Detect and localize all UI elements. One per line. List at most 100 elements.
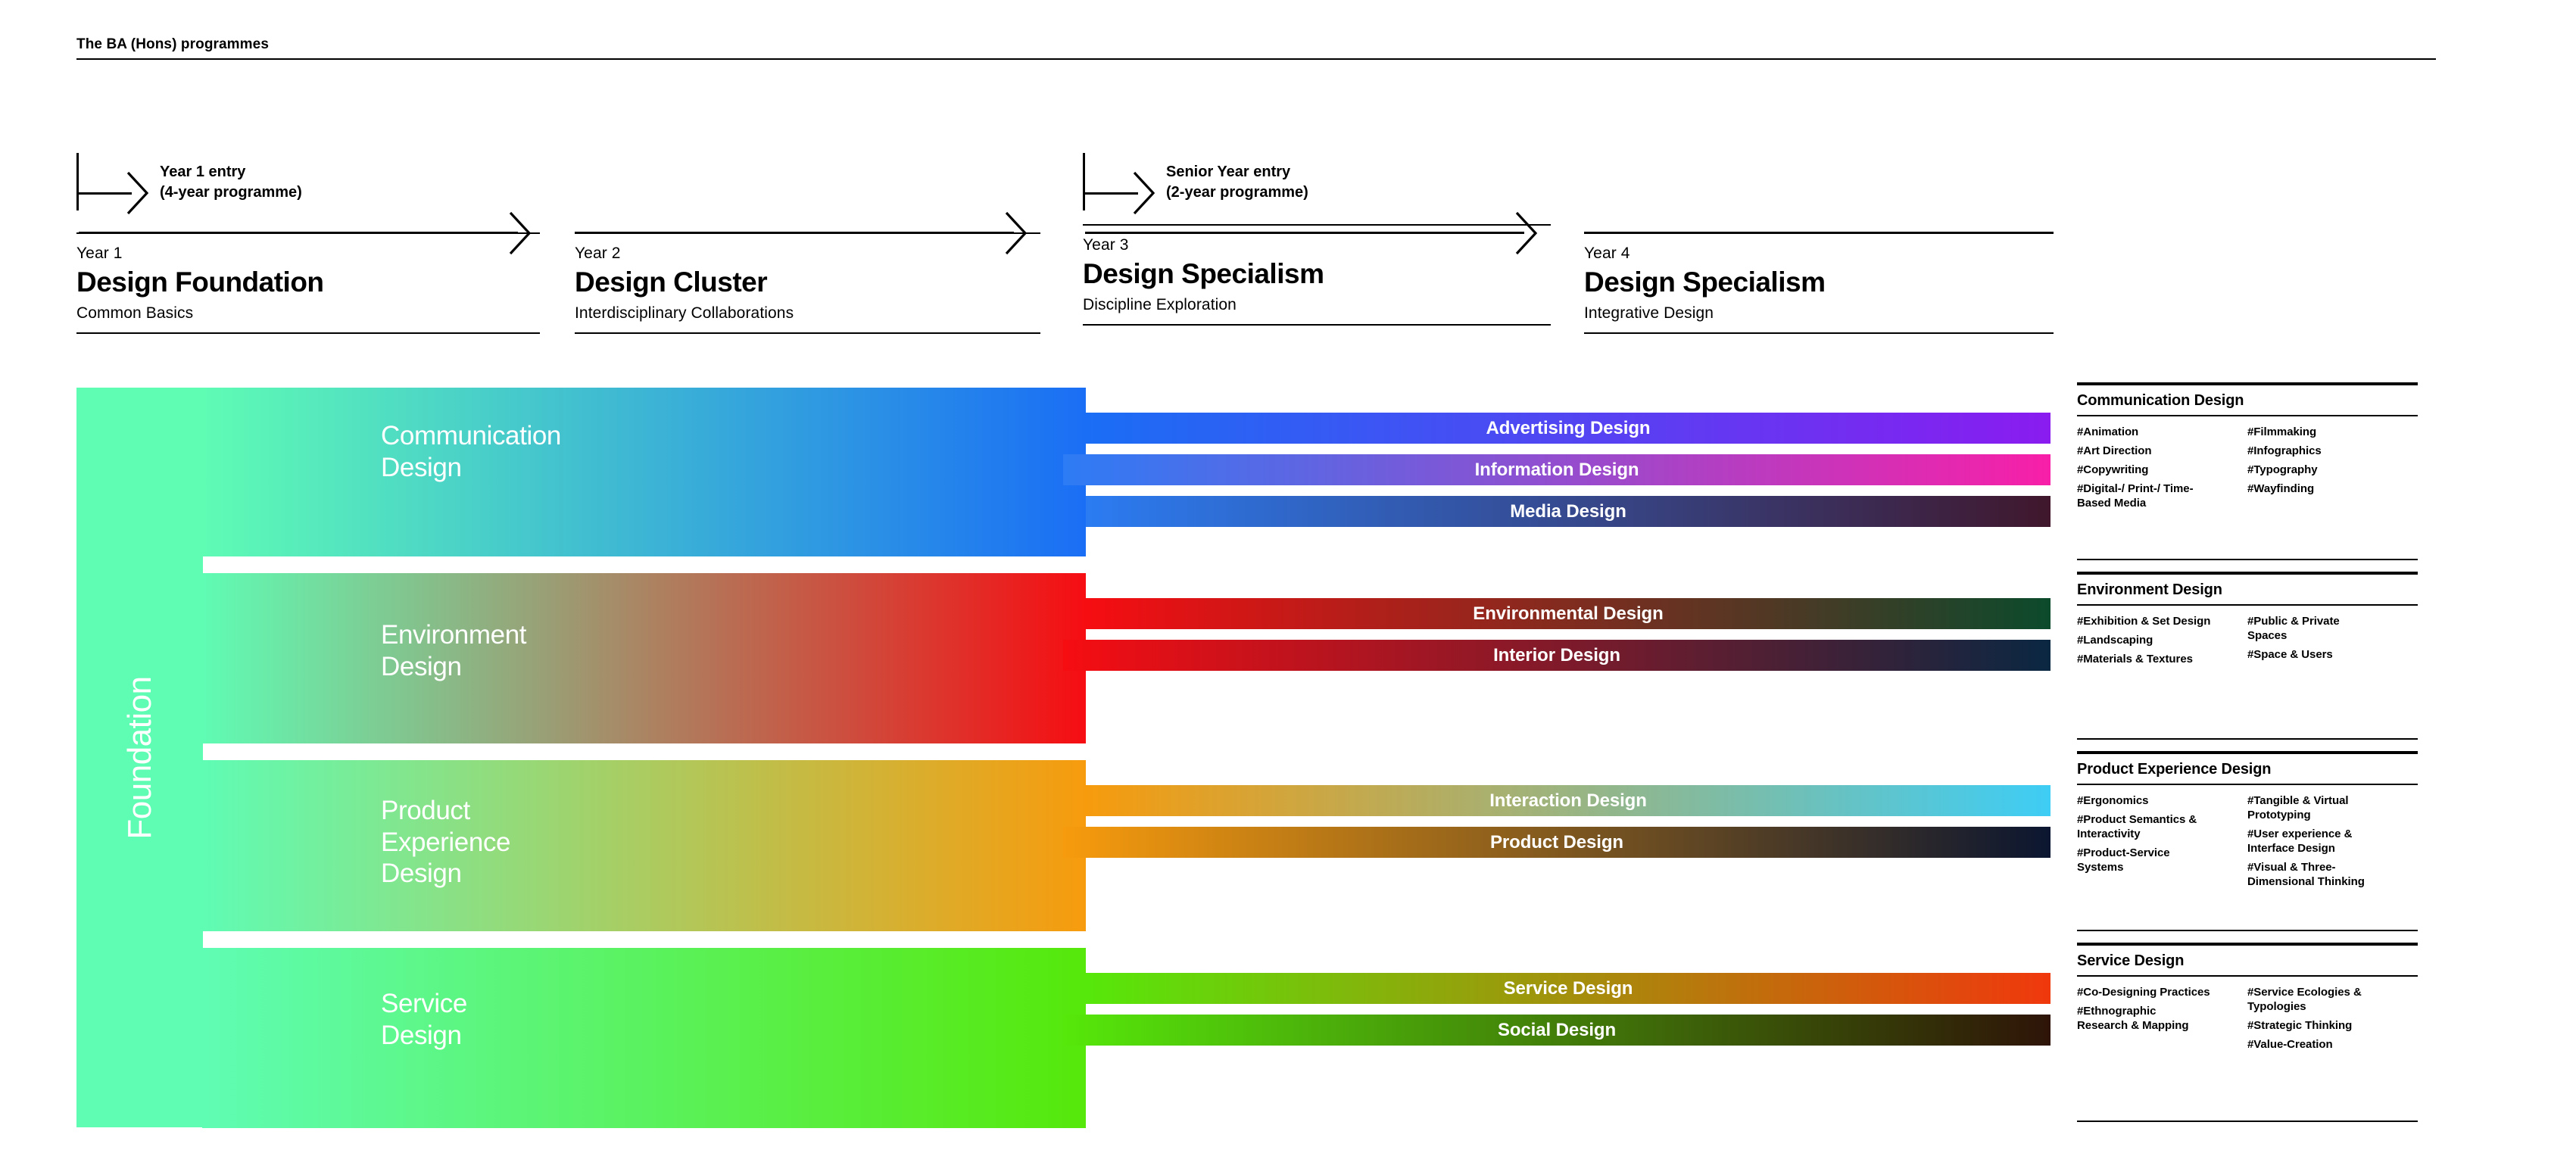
year-number: Year 1 bbox=[76, 245, 123, 262]
year-subtitle: Discipline Exploration bbox=[1083, 296, 1237, 313]
specialism-label: Product Design bbox=[1490, 831, 1623, 853]
entry-label: Senior Year entry (2-year programme) bbox=[1166, 162, 1308, 203]
year-number: Year 2 bbox=[575, 245, 621, 262]
specialism-label: Interior Design bbox=[1493, 644, 1620, 665]
entry-arrow-shaft bbox=[1085, 192, 1138, 195]
legend-tag: #Ethnographic Research & Mapping bbox=[2077, 1005, 2189, 1033]
specialism-label: Service Design bbox=[1503, 977, 1633, 999]
legend-tag: #Landscaping bbox=[2077, 634, 2153, 647]
legend-top-rule bbox=[2077, 572, 2418, 575]
legend-tag-column-right: #Filmmaking#Infographics#Typography#Wayf… bbox=[2247, 425, 2418, 515]
legend-tag-column-right: #Service Ecologies & Typologies #Strategi… bbox=[2247, 985, 2418, 1056]
legend-tag: #Wayfinding bbox=[2247, 482, 2315, 496]
specialism-bar-1-3: Media Design bbox=[1086, 496, 2051, 527]
year-bottom-rule bbox=[575, 332, 1040, 334]
legend-tag: #Value-Creation bbox=[2247, 1038, 2333, 1052]
legend-top-rule bbox=[2077, 943, 2418, 946]
legend-tag: #Product Semantics & Interactivity bbox=[2077, 813, 2197, 841]
legend-tag: #Filmmaking bbox=[2247, 425, 2317, 438]
year-subtitle: Interdisciplinary Collaborations bbox=[575, 304, 794, 322]
year-top-rule bbox=[575, 232, 1040, 234]
legend-tag-column-left: #Exhibition & Set Design #Landscaping #Mat… bbox=[2077, 614, 2247, 671]
legend-top-rule bbox=[2077, 382, 2418, 385]
legend-block-2: Environment Design #Exhibition & Set Desi… bbox=[2077, 572, 2418, 671]
entry-label-line2: (4-year programme) bbox=[160, 183, 302, 201]
year-title: Design Cluster bbox=[575, 267, 768, 298]
legend-title: Environment Design bbox=[2077, 581, 2222, 598]
legend-tag-column-left: #Co-Designing Practices #Ethnographic Res… bbox=[2077, 985, 2247, 1056]
legend-tag: #User experience & Interface Design bbox=[2247, 828, 2353, 856]
legend-divider bbox=[2077, 784, 2418, 785]
legend-tag: #Copywriting bbox=[2077, 463, 2149, 477]
specialism-bar-4-1: Service Design bbox=[1086, 973, 2051, 1004]
legend-tag: #Materials & Textures bbox=[2077, 653, 2193, 666]
legend-tag-column-left: #Animation #Art Direction #Copywriting #Dig… bbox=[2077, 425, 2247, 515]
specialism-label: Information Design bbox=[1474, 459, 1639, 480]
year-subtitle: Integrative Design bbox=[1584, 304, 1714, 322]
entry-label-line1: Senior Year entry bbox=[1166, 164, 1291, 180]
entry-arrow-shaft bbox=[79, 192, 132, 195]
cluster-band-label-4: Service Design bbox=[381, 989, 467, 1050]
year-number: Year 4 bbox=[1584, 245, 1630, 262]
cluster-band-label-3: Product Experience Design bbox=[381, 796, 511, 889]
cluster-band-2 bbox=[202, 573, 1086, 743]
specialism-bar-1-2: Information Design bbox=[1063, 454, 2051, 485]
year-subtitle: Common Basics bbox=[76, 304, 194, 322]
legend-tag-columns: #Co-Designing Practices #Ethnographic Res… bbox=[2077, 977, 2418, 1056]
legend-tag: #Tangible & Virtual Prototyping bbox=[2247, 794, 2349, 822]
entry-label: Year 1 entry (4-year programme) bbox=[160, 162, 302, 203]
year-title: Design Specialism bbox=[1584, 267, 1826, 298]
year-number: Year 3 bbox=[1083, 236, 1129, 254]
specialism-bar-2-1: Environmental Design bbox=[1086, 598, 2051, 629]
foundation-column: Foundation bbox=[76, 388, 203, 1127]
specialism-label: Media Design bbox=[1510, 500, 1626, 522]
legend-title: Communication Design bbox=[2077, 392, 2244, 409]
specialism-bar-2-2: Interior Design bbox=[1063, 640, 2051, 671]
legend-divider bbox=[2077, 415, 2418, 416]
legend-tag: #Co-Designing Practices bbox=[2077, 986, 2210, 999]
cluster-band-3 bbox=[202, 760, 1086, 931]
legend-close-rule-3 bbox=[2077, 930, 2418, 931]
legend-tag: #Visual & Three- Dimensional Thinking bbox=[2247, 861, 2365, 889]
year-title: Design Foundation bbox=[76, 267, 324, 298]
specialism-bar-4-2: Social Design bbox=[1063, 1015, 2051, 1046]
entry-bracket bbox=[1083, 153, 1085, 210]
legend-block-1: Communication Design #Animation #Art Direc… bbox=[2077, 382, 2418, 515]
legend-divider bbox=[2077, 975, 2418, 977]
entry-label-line2: (2-year programme) bbox=[1166, 183, 1308, 201]
legend-tag: #Art Direction bbox=[2077, 444, 2152, 458]
page-title: The BA (Hons) programmes bbox=[76, 36, 270, 52]
cluster-band-4 bbox=[202, 948, 1086, 1128]
specialism-bar-1-1: Advertising Design bbox=[1086, 413, 2051, 444]
legend-tag: #Animation bbox=[2077, 425, 2139, 438]
legend-tag: #Exhibition & Set Design bbox=[2077, 615, 2211, 628]
legend-title: Product Experience Design bbox=[2077, 761, 2272, 778]
cluster-band-label-2: Environment Design bbox=[381, 620, 527, 681]
legend-tag: #Ergonomics bbox=[2077, 794, 2149, 807]
legend-tag: #Service Ecologies & Typologies bbox=[2247, 986, 2362, 1014]
legend-tag-column-right: #Public & Private Spaces#Space & Users bbox=[2247, 614, 2418, 671]
legend-tag: #Infographics bbox=[2247, 444, 2322, 458]
page-header: The BA (Hons) programmes bbox=[76, 36, 2436, 60]
legend-block-3: Product Experience Design #Ergonomics #Pro… bbox=[2077, 751, 2418, 893]
legend-tag: #Space & Users bbox=[2247, 648, 2333, 662]
legend-divider bbox=[2077, 604, 2418, 606]
year-top-rule bbox=[1584, 232, 2054, 234]
entry-arrow-chevron-icon bbox=[126, 171, 149, 215]
entry-label-line1: Year 1 entry bbox=[160, 164, 246, 180]
legend-tag: #Digital-/ Print-/ Time- Based Media bbox=[2077, 482, 2194, 510]
legend-tag-columns: #Ergonomics #Product Semantics & Interact… bbox=[2077, 785, 2418, 893]
legend-top-rule bbox=[2077, 751, 2418, 754]
year-bottom-rule bbox=[1584, 332, 2054, 334]
year-top-rule bbox=[76, 232, 540, 234]
legend-tag: #Strategic Thinking bbox=[2247, 1019, 2353, 1033]
legend-block-4: Service Design #Co-Designing Practices #Et… bbox=[2077, 943, 2418, 1056]
timeline-arrow-chevron-icon-year3 bbox=[1515, 211, 1538, 255]
legend-close-rule-2 bbox=[2077, 738, 2418, 740]
legend-title: Service Design bbox=[2077, 952, 2185, 969]
legend-tag-column-right: #Tangible & Virtual Prototyping #User exp… bbox=[2247, 793, 2418, 893]
